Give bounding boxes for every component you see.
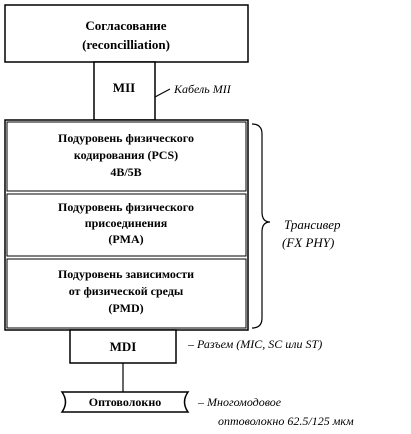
mdi-box [69,329,177,364]
transceiver-label: Трансивер [284,217,341,232]
pcs-label-line1: Подуровень физического [58,131,194,145]
pcs-label-line2: кодирования (PCS) [74,148,178,162]
reconciliation-label: Согласование [85,18,166,33]
fiber-type-sublabel: оптоволокно 62.5/125 мкм [218,414,354,428]
fiber-shape [60,391,190,413]
mdi-label: MDI [110,339,137,354]
pmd-label-line3: (PMD) [108,301,143,315]
transceiver-sublabel: (FX PHY) [282,235,334,250]
pmd-label-line2: от физической среды [69,284,184,298]
transceiver-brace [251,123,271,329]
mii-box [93,61,156,121]
pma-label-line1: Подуровень физического [58,200,194,214]
reconciliation-box [4,4,249,63]
mii-cable-leader [154,88,171,98]
pmd-box [6,258,247,329]
pmd-label-line1: Подуровень зависимости [58,267,194,281]
pma-label-line2: присоединения [85,216,168,230]
mii-cable-label: Кабель МII [173,82,232,96]
reconciliation-sublabel: (reconcilliation) [82,37,170,52]
fiber-type-label: – Многомодовое [197,395,282,409]
pcs-label-line3: 4B/5B [110,165,141,179]
pcs-box [6,121,247,192]
fiber-label: Оптоволокно [89,395,162,409]
pma-box [6,193,247,257]
pma-label-line3: (PMA) [108,232,143,246]
mii-label: МII [113,80,135,95]
connector-label: – Разъем (MIC, SC или ST) [187,337,322,351]
